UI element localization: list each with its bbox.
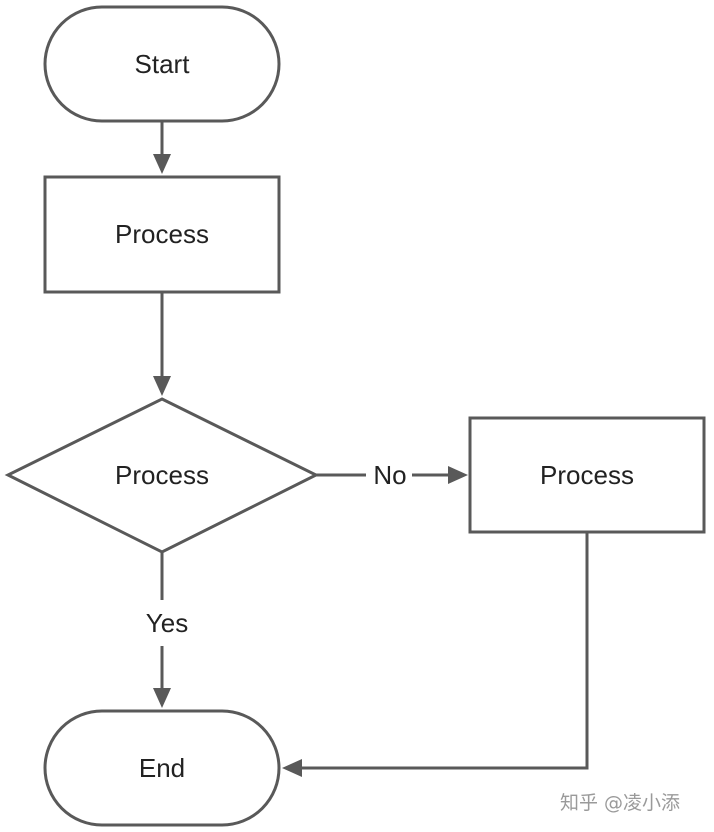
node-decision-label: Process [115, 460, 209, 490]
node-process-1-label: Process [115, 219, 209, 249]
edge-label-no: No [373, 460, 406, 490]
terminal-shape [43, 5, 281, 123]
arrowhead-icon [448, 466, 468, 484]
decision-diamond [4, 397, 320, 554]
process-box [43, 175, 281, 294]
node-end-label: End [139, 753, 185, 783]
edge-process-to-decision [153, 292, 171, 396]
node-end: End [43, 709, 281, 827]
node-process-1: Process [43, 175, 281, 294]
arrowhead-icon [153, 154, 171, 174]
edge-decision-yes: Yes [138, 552, 188, 708]
arrowhead-icon [153, 688, 171, 708]
edge-process-to-end [282, 532, 589, 777]
process-box [468, 416, 706, 534]
node-process-2: Process [468, 416, 706, 534]
edge-decision-no: No [316, 458, 468, 492]
arrowhead-icon [282, 759, 302, 777]
node-start-label: Start [135, 49, 191, 79]
terminal-shape [43, 709, 281, 827]
arrowhead-icon [153, 376, 171, 396]
node-process-2-label: Process [540, 460, 634, 490]
watermark: 知乎 @凌小添 [560, 792, 681, 814]
edge-start-to-process [153, 121, 171, 174]
edge-label-yes: Yes [146, 608, 188, 638]
node-decision: Process [4, 397, 320, 554]
node-start: Start [43, 5, 281, 123]
